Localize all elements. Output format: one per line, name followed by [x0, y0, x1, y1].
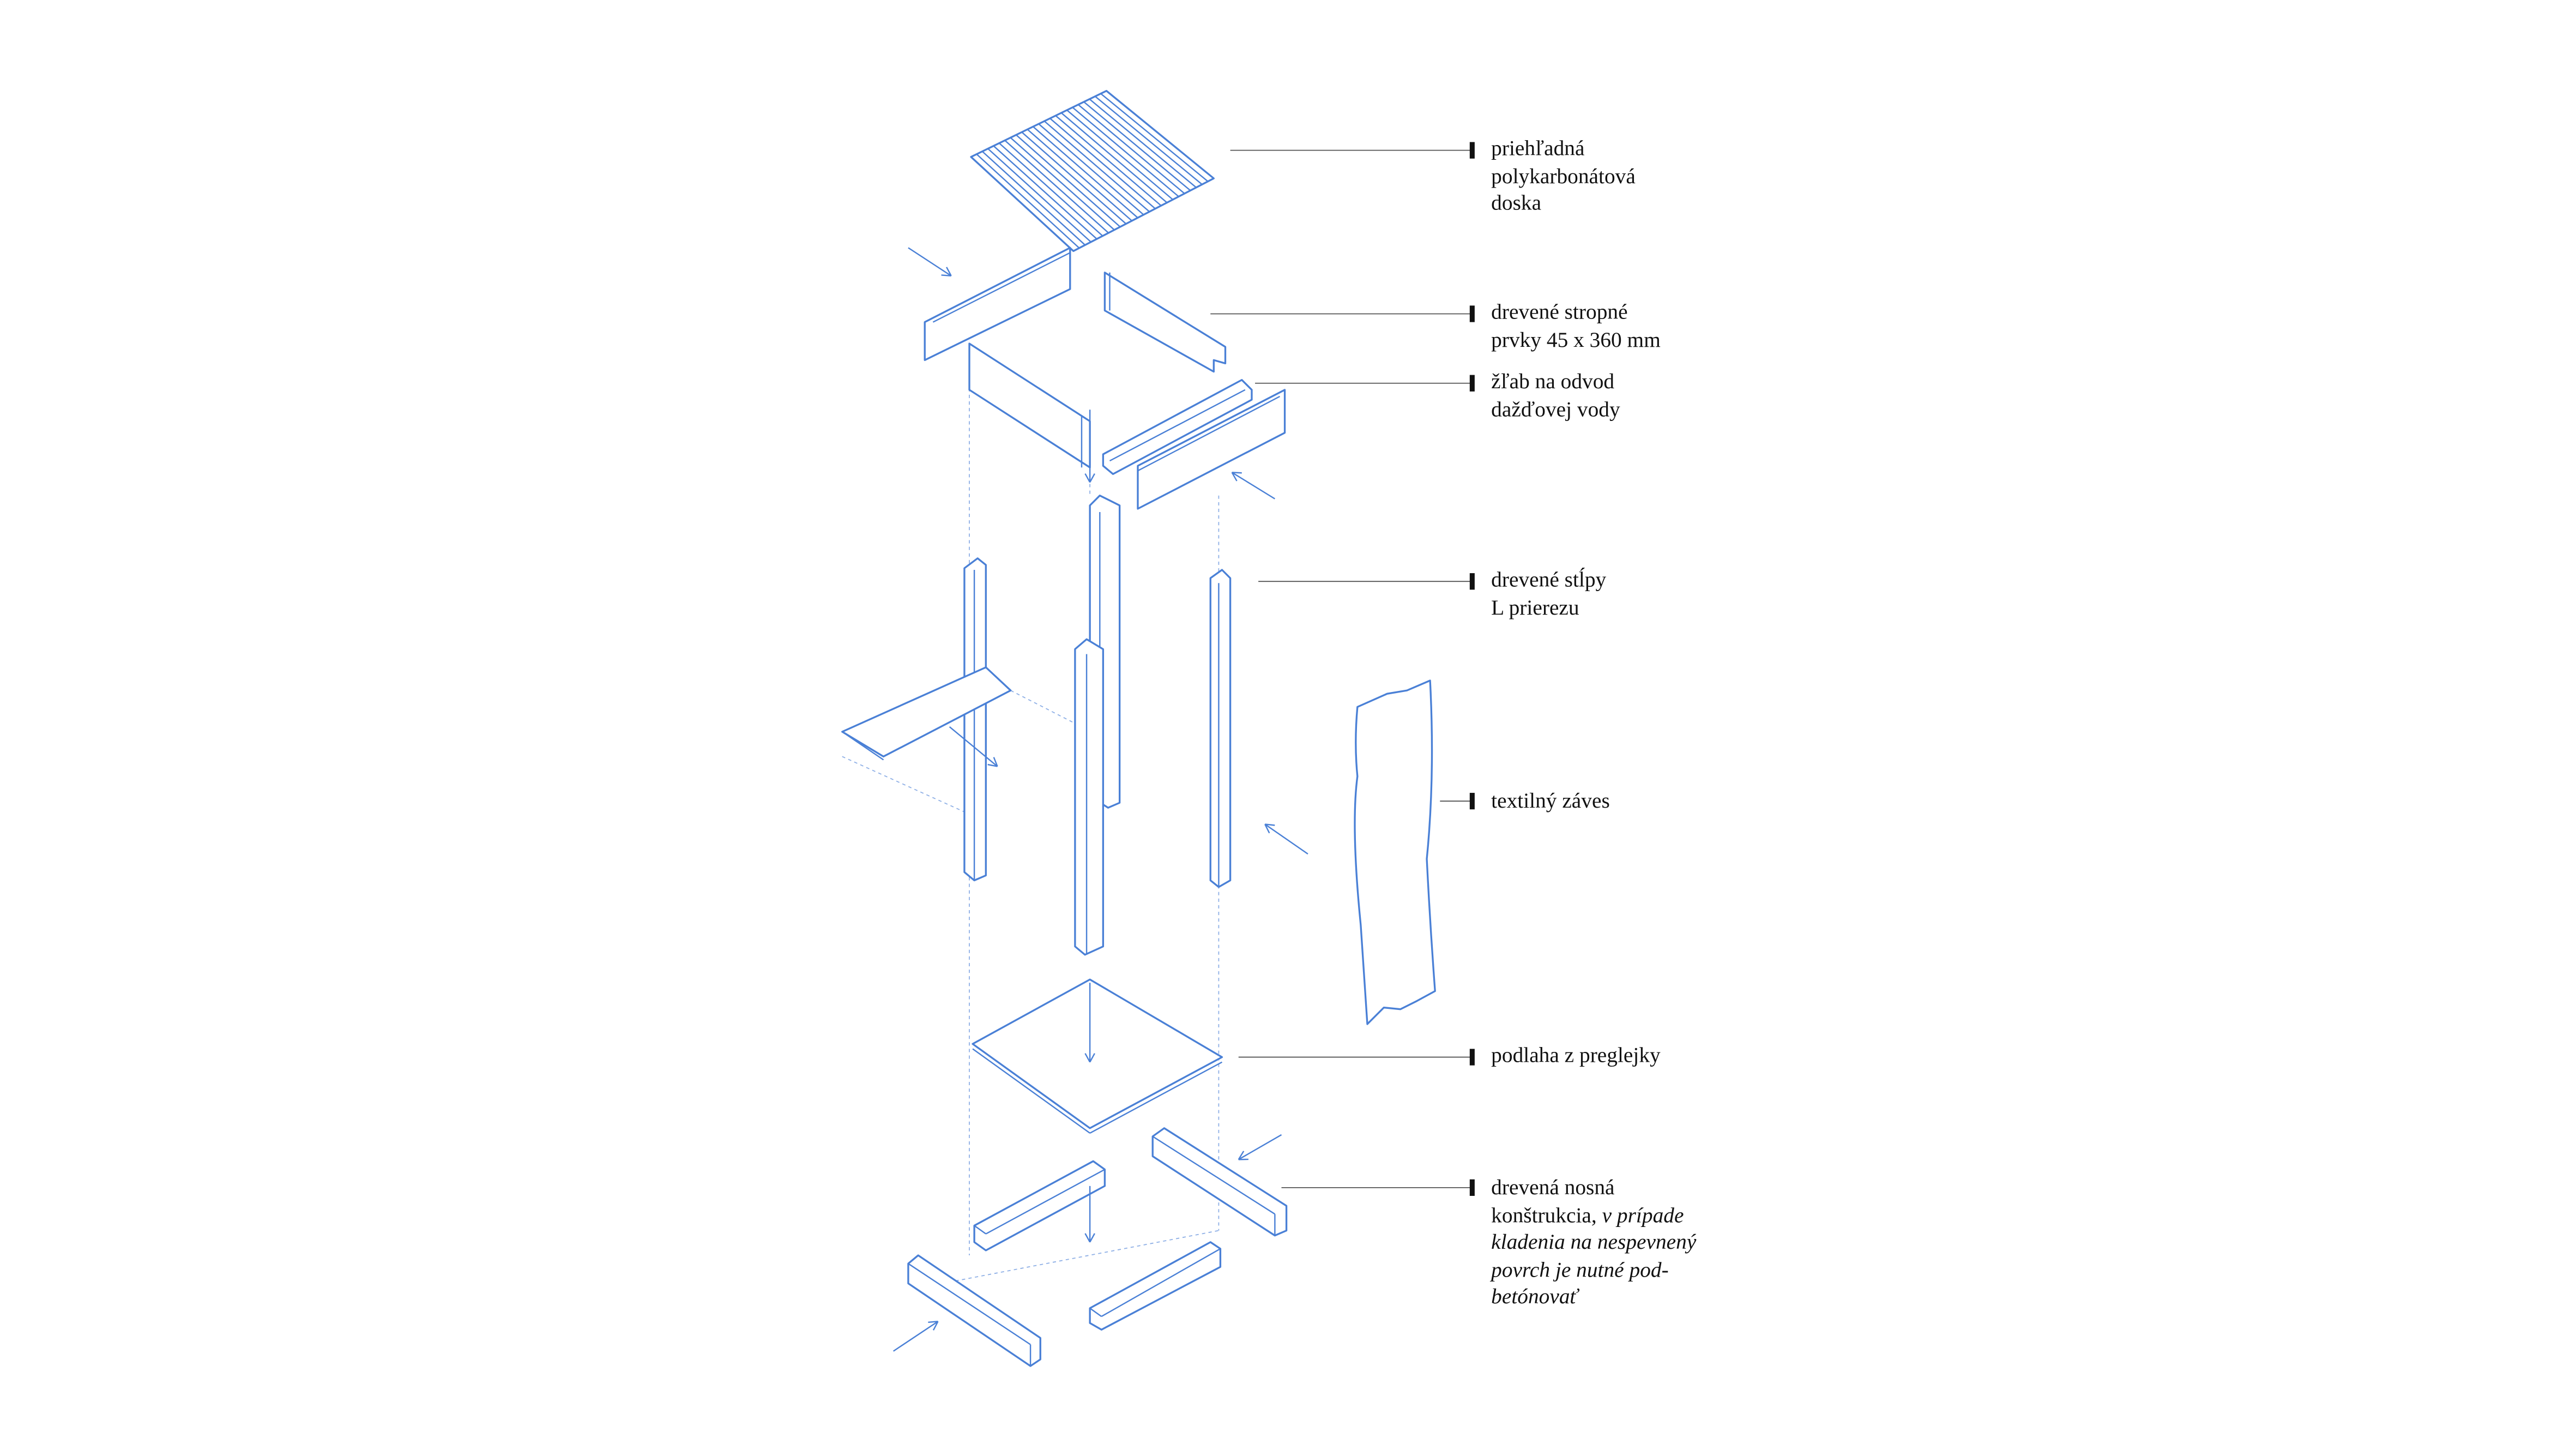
- label-line: žľab na odvod: [1491, 368, 1620, 395]
- label-line: dažďovej vody: [1491, 396, 1620, 423]
- label-line: priehľadná: [1491, 135, 1636, 163]
- label-line: drevené stropné: [1491, 299, 1661, 326]
- base-beams: [908, 1128, 1287, 1366]
- leader-line: [1210, 305, 1475, 322]
- plywood-floor: [973, 979, 1222, 1133]
- label-line: doska: [1491, 190, 1636, 218]
- label-line: polykarbonátová: [1491, 163, 1636, 190]
- label-curtain: textilný záves: [1491, 788, 1610, 815]
- leader-marker: [1470, 1180, 1475, 1196]
- leader-line: [1230, 142, 1475, 158]
- leader-marker: [1470, 573, 1475, 589]
- textile-curtain: [1355, 681, 1435, 1024]
- label-line: podlaha z preglejky: [1491, 1042, 1661, 1069]
- label-base-structure: drevená nosná konštrukcia, v prípade kla…: [1491, 1175, 1696, 1311]
- label-columns: drevené stĺpy L prierezu: [1491, 567, 1606, 622]
- label-line: kladenia na nespevnený: [1491, 1229, 1696, 1256]
- leader-marker: [1470, 793, 1475, 809]
- label-line: povrch je nutné pod-: [1491, 1256, 1696, 1284]
- label-line: konštrukcia, v prípade: [1491, 1202, 1696, 1229]
- label-line: prvky 45 x 360 mm: [1491, 327, 1661, 354]
- ceiling-boards: [925, 248, 1284, 509]
- leader-marker: [1470, 375, 1475, 392]
- arrow-icon: [1265, 824, 1308, 854]
- polycarbonate-roof-plate: [971, 91, 1214, 251]
- l-section-columns: [964, 496, 1230, 955]
- label-line: drevená nosná: [1491, 1175, 1696, 1202]
- label-text: konštrukcia,: [1491, 1202, 1597, 1226]
- leader-line: [1258, 573, 1475, 589]
- leader-line: [1440, 793, 1475, 809]
- leader-marker: [1470, 305, 1475, 322]
- label-line: betónovať: [1491, 1284, 1696, 1311]
- label-floor: podlaha z preglejky: [1491, 1042, 1661, 1069]
- label-ceiling-boards: drevené stropné prvky 45 x 360 mm: [1491, 299, 1661, 354]
- leader-line: [1282, 1180, 1475, 1196]
- leader-marker: [1470, 142, 1475, 158]
- arrow-icon: [1232, 472, 1275, 498]
- leader-line: [1239, 1049, 1475, 1065]
- label-line: drevené stĺpy: [1491, 567, 1606, 594]
- label-gutter: žľab na odvod dažďovej vody: [1491, 368, 1620, 423]
- leader-lines: [1210, 142, 1475, 1196]
- label-line: L prierezu: [1491, 594, 1606, 621]
- leader-marker: [1470, 1049, 1475, 1065]
- label-italic-text: v prípade: [1597, 1202, 1684, 1226]
- arrow-icon: [908, 248, 951, 275]
- arrow-icon: [894, 1321, 938, 1351]
- arrow-icon: [1239, 1135, 1282, 1159]
- leader-line: [1255, 375, 1475, 392]
- label-line: textilný záves: [1491, 788, 1610, 815]
- label-roof-plate: priehľadná polykarbonátová doska: [1491, 135, 1636, 218]
